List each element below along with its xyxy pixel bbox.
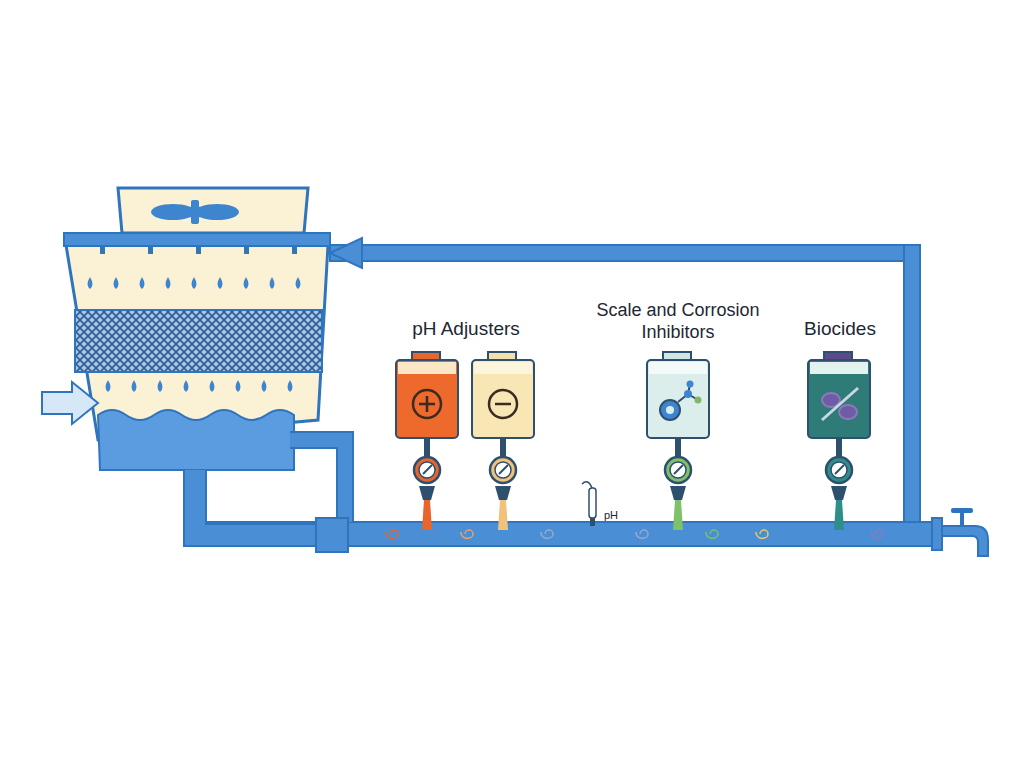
sensor-label: pH	[596, 509, 626, 522]
group-label: Biocides	[780, 318, 900, 341]
group-label: pH Adjusters	[366, 318, 566, 341]
group-label: Scale and Corrosion Inhibitors	[568, 300, 788, 343]
